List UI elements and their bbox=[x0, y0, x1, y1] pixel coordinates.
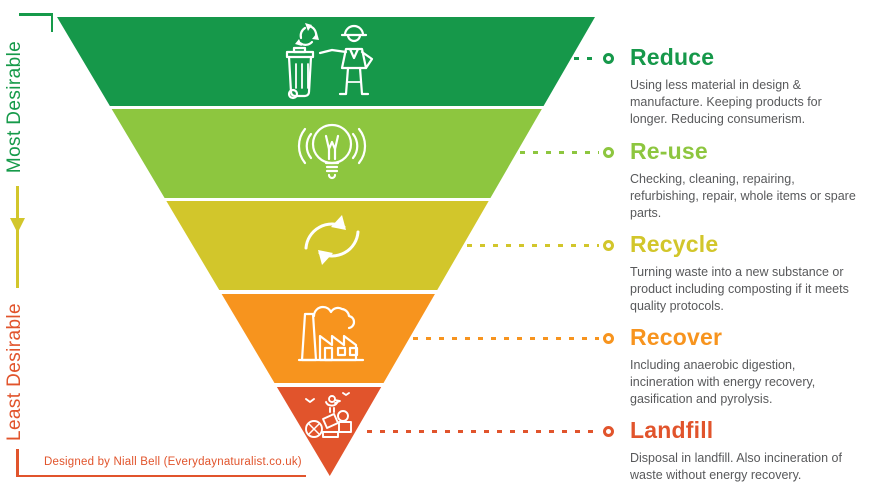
most-desirable-bracket-corner bbox=[50, 13, 53, 32]
section-recycle: Recycle Turning waste into a new substan… bbox=[630, 231, 858, 314]
pyramid-level-reduce bbox=[57, 17, 595, 106]
reduce-heading: Reduce bbox=[630, 44, 715, 70]
down-arrow-icon bbox=[10, 218, 25, 233]
circle-end-icon bbox=[603, 147, 614, 158]
connector-recover bbox=[413, 333, 614, 344]
recycle-heading: Recycle bbox=[630, 231, 719, 257]
landfill-waste-bird-icon bbox=[301, 388, 361, 440]
section-landfill: Landfill Disposal in landfill. Also inci… bbox=[630, 417, 858, 484]
dashed-line bbox=[367, 430, 599, 433]
recover-description: Including anaerobic digestion, incinerat… bbox=[630, 358, 816, 406]
landfill-heading: Landfill bbox=[630, 417, 714, 443]
connector-reuse bbox=[520, 147, 614, 158]
circle-end-icon bbox=[603, 333, 614, 344]
worker-recycling-bin-icon bbox=[282, 22, 386, 100]
circle-end-icon bbox=[603, 53, 614, 64]
circle-end-icon bbox=[603, 426, 614, 437]
connector-recycle bbox=[467, 240, 614, 251]
least-desirable-bracket-corner bbox=[16, 449, 19, 477]
dashed-line bbox=[520, 151, 599, 154]
recover-heading: Recover bbox=[630, 324, 723, 350]
reuse-heading: Re-use bbox=[630, 138, 708, 164]
recycle-description: Turning waste into a new substance or pr… bbox=[630, 265, 849, 313]
most-desirable-bracket bbox=[19, 13, 53, 16]
connector-landfill bbox=[367, 426, 614, 437]
dashed-line bbox=[574, 57, 599, 60]
least-desirable-bracket bbox=[16, 474, 306, 477]
recycle-arrows-icon bbox=[292, 204, 372, 276]
lightbulb-icon bbox=[296, 115, 368, 189]
dashed-line bbox=[413, 337, 599, 340]
factory-icon bbox=[292, 298, 370, 365]
reuse-description: Checking, cleaning, repairing, refurbish… bbox=[630, 172, 856, 220]
credit-text: Designed by Niall Bell (Everydaynaturali… bbox=[44, 456, 302, 468]
circle-end-icon bbox=[603, 240, 614, 251]
section-reuse: Re-use Checking, cleaning, repairing, re… bbox=[630, 138, 858, 221]
reduce-description: Using less material in design & manufact… bbox=[630, 78, 822, 126]
dashed-line bbox=[467, 244, 599, 247]
connector-reduce bbox=[574, 53, 614, 64]
most-desirable-label: Most Desirable bbox=[4, 40, 25, 174]
least-desirable-label: Least Desirable bbox=[4, 302, 25, 442]
section-recover: Recover Including anaerobic digestion, i… bbox=[630, 324, 858, 407]
section-reduce: Reduce Using less material in design & m… bbox=[630, 44, 858, 127]
desirability-arrow-line bbox=[16, 186, 19, 288]
landfill-description: Disposal in landfill. Also incineration … bbox=[630, 451, 842, 482]
